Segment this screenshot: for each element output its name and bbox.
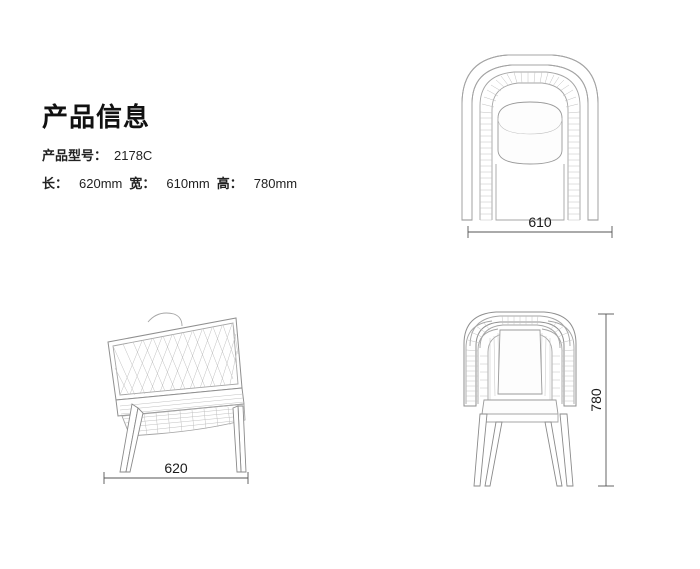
front-view-drawing: 780 [463, 311, 614, 487]
backrest-inner [112, 322, 239, 396]
product-info-block: 产品信息 产品型号： 2178C 长： 620mm 宽： 610mm 高： 780mm [42, 100, 362, 193]
dimension-780: 780 [588, 313, 614, 487]
cushion-crease [497, 117, 563, 135]
spec-height-label: 高： [216, 176, 243, 191]
spec-model-line: 产品型号： 2178C [42, 147, 362, 165]
leg-rear-left-front [484, 421, 503, 487]
weave-strands-top [480, 71, 580, 221]
weave-band-outer [479, 71, 581, 220]
arm-left-weave [466, 321, 500, 402]
arm-right-panel [537, 333, 553, 402]
dimension-620: 620 [103, 460, 249, 484]
back-cushion [497, 329, 543, 395]
top-view-panel: 610 [440, 42, 640, 242]
backrest-weave [112, 322, 239, 396]
arm-right-outer [547, 320, 575, 404]
dimension-610: 610 [467, 214, 613, 238]
leg-rear-right-front [544, 421, 563, 487]
spec-height-value: 780mm [253, 176, 298, 191]
spec-width-label: 宽： [129, 176, 156, 191]
side-view-panel: 620 [86, 296, 296, 496]
spec-model-label: 产品型号： [42, 148, 108, 163]
seat-cushion [497, 101, 563, 165]
dimension-620-label: 620 [164, 460, 188, 476]
arm-left-panel [487, 333, 503, 402]
seat-frame-front [481, 413, 559, 423]
back-arm-frame [463, 311, 577, 407]
seat-front-area [495, 164, 565, 221]
outer-frame-edge [461, 54, 599, 220]
arm-left-outer [465, 320, 493, 404]
spec-length-label: 长： [42, 176, 69, 191]
spec-width-value: 610mm [166, 176, 210, 191]
top-rail-weave [501, 315, 539, 326]
spec-model-value: 2178C [114, 148, 153, 163]
backrest-panel [107, 317, 243, 401]
leg-rear-inner [232, 405, 242, 473]
seat-cushion-front [481, 399, 559, 415]
back-handle [147, 312, 183, 327]
spec-length-value: 620mm [79, 176, 123, 191]
leg-front-left-front [473, 413, 488, 487]
top-view-drawing: 610 [461, 54, 613, 238]
dimension-610-label: 610 [528, 214, 552, 230]
page-title: 产品信息 [42, 102, 151, 132]
outer-frame-inner-edge [471, 64, 589, 220]
side-view-drawing: 620 [103, 312, 249, 484]
leg-front-right-front [559, 413, 574, 487]
front-view-panel: 780 [440, 296, 640, 506]
leg-front-inner [125, 407, 144, 473]
spec-dimensions-line: 长： 620mm 宽： 610mm 高： 780mm [42, 175, 362, 193]
dimension-780-label: 780 [588, 388, 604, 412]
seat-apron [121, 403, 246, 437]
